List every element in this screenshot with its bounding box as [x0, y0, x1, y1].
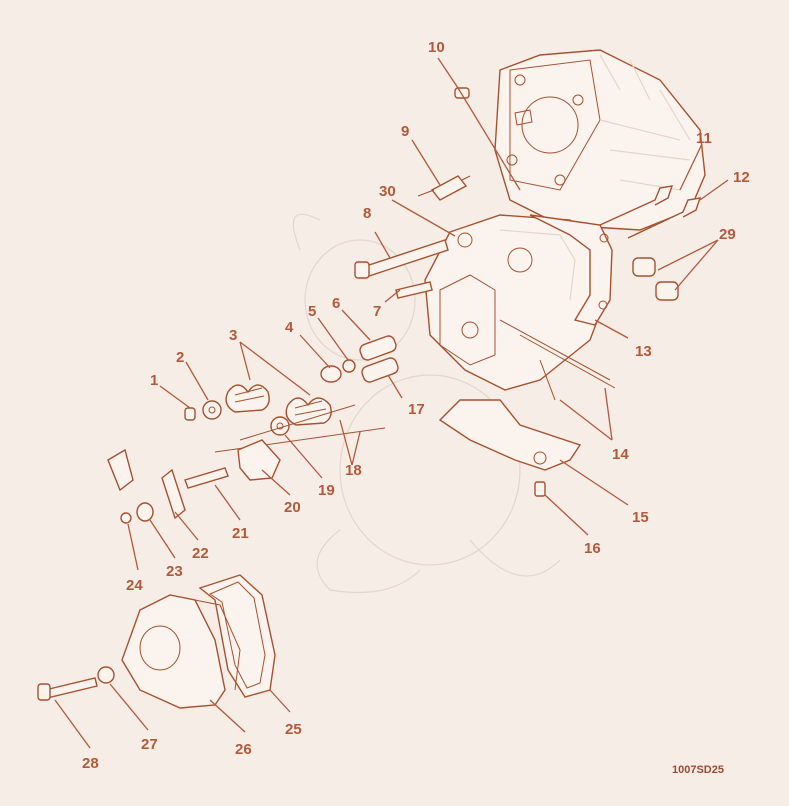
valve-cover [121, 594, 241, 709]
push-rods [499, 319, 616, 401]
callout-29: 29 [719, 226, 736, 243]
callout-3: 3 [229, 327, 237, 344]
valves [599, 185, 702, 239]
callout-14: 14 [612, 446, 629, 463]
callout-13: 13 [635, 343, 652, 360]
pushrod-guides [359, 335, 399, 383]
figure-code: 1007SD25 [672, 764, 724, 776]
valve-springs [225, 384, 332, 426]
callout-18: 18 [345, 462, 362, 479]
callout-1: 1 [150, 372, 158, 389]
engine-block [494, 49, 706, 231]
callout-26: 26 [235, 741, 252, 758]
rocker-assembly [107, 439, 281, 524]
callout-4: 4 [285, 319, 294, 336]
callout-10: 10 [428, 39, 445, 56]
callout-24: 24 [126, 577, 143, 594]
callout-12: 12 [733, 169, 750, 186]
valve-seats [632, 257, 679, 301]
callout-9: 9 [401, 123, 409, 140]
callout-27: 27 [141, 736, 158, 753]
callout-19: 19 [318, 482, 335, 499]
callout-7: 7 [373, 303, 381, 320]
watermark-mascot [292, 213, 561, 594]
callout-8: 8 [363, 205, 371, 222]
washers [184, 400, 290, 436]
callout-11: 11 [696, 130, 712, 147]
callout-28: 28 [82, 755, 99, 772]
callout-22: 22 [192, 545, 209, 562]
callout-30: 30 [379, 183, 396, 200]
callout-6: 6 [332, 295, 340, 312]
callout-25: 25 [285, 721, 302, 738]
callout-23: 23 [166, 563, 183, 580]
callout-5: 5 [308, 303, 316, 320]
valve-retainers [320, 359, 356, 383]
callout-15: 15 [632, 509, 649, 526]
spark-plug [417, 175, 471, 201]
cover-fasteners [37, 666, 115, 701]
callout-labels: 1 2 3 4 5 6 7 8 9 10 11 12 13 14 15 16 1… [82, 39, 750, 776]
callout-2: 2 [176, 349, 184, 366]
callout-20: 20 [284, 499, 301, 516]
callout-17: 17 [408, 401, 425, 418]
callout-16: 16 [584, 540, 601, 557]
deflector-plate [438, 399, 582, 497]
leader-lines [54, 57, 729, 749]
dowel-pin [454, 87, 470, 99]
callout-21: 21 [232, 525, 249, 542]
head-gasket [529, 214, 613, 326]
head-bolts [354, 239, 449, 299]
